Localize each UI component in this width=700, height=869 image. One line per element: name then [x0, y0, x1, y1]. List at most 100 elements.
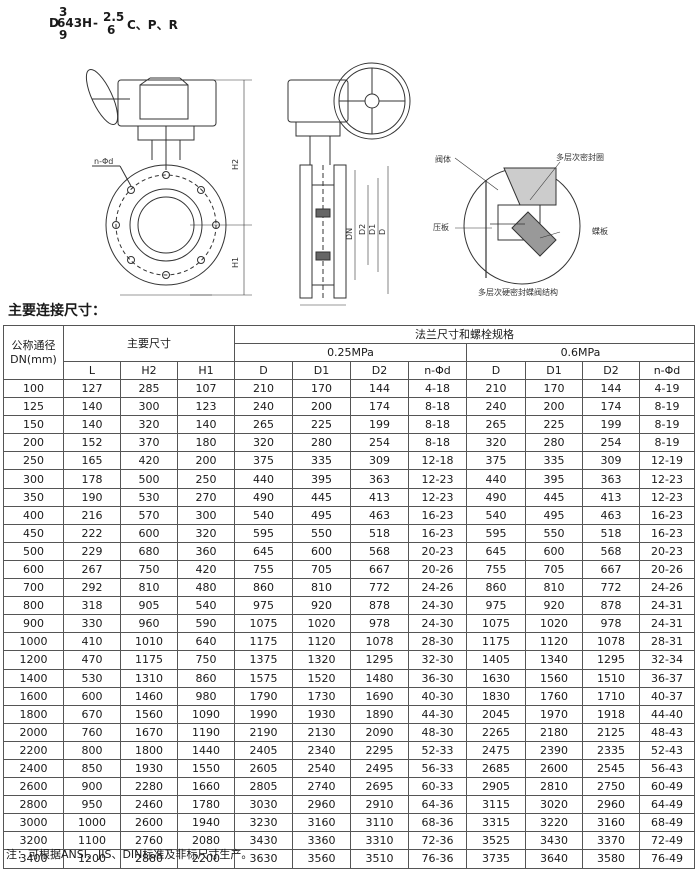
table-cell: 750 — [120, 559, 178, 580]
table-cell: 1090 — [177, 704, 235, 724]
table-cell: 2495 — [350, 758, 409, 779]
dim-h2-label: H2 — [231, 159, 240, 170]
table-cell: 645 — [234, 541, 293, 561]
table-cell: 463 — [350, 505, 409, 525]
table-cell: 152 — [63, 433, 121, 453]
table-cell: 3000 — [3, 813, 64, 833]
table-cell: 705 — [292, 559, 351, 580]
table-cell: 518 — [582, 523, 640, 543]
table-cell: 254 — [582, 433, 640, 453]
table-cell: 100 — [3, 378, 64, 399]
table-cell: 200 — [3, 433, 64, 453]
table-cell: 20-23 — [639, 541, 695, 561]
detail-caption: 多层次硬密封蝶阀结构 — [478, 287, 558, 297]
table-cell: 125 — [3, 397, 64, 417]
table-cell: 2180 — [525, 722, 583, 742]
table-cell: 645 — [466, 541, 526, 561]
table-cell: 3735 — [466, 849, 526, 869]
technical-drawings: n-Φd H2 H1 — [0, 48, 700, 308]
table-cell: 16-23 — [408, 523, 467, 543]
table-cell: 1000 — [3, 632, 64, 652]
header-pressure-06: 0.6MPa — [466, 343, 695, 362]
table-cell: 123 — [177, 397, 235, 417]
subheader-cell: D1 — [525, 361, 583, 380]
table-cell: 772 — [582, 578, 640, 598]
table-cell: 144 — [582, 378, 640, 399]
table-cell: 540 — [466, 505, 526, 525]
table-cell: 950 — [63, 795, 121, 815]
table-cell: 174 — [582, 397, 640, 417]
side-view-drawing — [287, 62, 411, 306]
table-cell: 267 — [63, 559, 121, 580]
table-cell: 490 — [234, 487, 293, 507]
table-cell: 2800 — [3, 795, 64, 815]
table-cell: 978 — [350, 614, 409, 634]
table-cell: 1660 — [177, 777, 235, 797]
table-cell: 280 — [525, 433, 583, 453]
detail-seal-label: 多层次密封圈 — [556, 152, 604, 162]
table-cell: 40-30 — [408, 686, 467, 706]
table-cell: 8-18 — [408, 415, 467, 435]
table-cell: 1890 — [350, 704, 409, 724]
table-cell: 1175 — [120, 650, 178, 670]
table-cell: 200 — [292, 397, 351, 417]
table-cell: 400 — [3, 505, 64, 525]
table-cell: 225 — [525, 415, 583, 435]
table-cell: 52-33 — [408, 740, 467, 760]
table-cell: 800 — [3, 596, 64, 616]
table-cell: 3560 — [292, 849, 351, 869]
table-cell: 980 — [177, 686, 235, 706]
table-cell: 3160 — [292, 813, 351, 833]
table-cell: 199 — [350, 415, 409, 435]
table-cell: 550 — [525, 523, 583, 543]
table-cell: 900 — [63, 777, 121, 797]
table-cell: 3030 — [234, 795, 293, 815]
table-cell: 600 — [3, 559, 64, 580]
table-cell: 440 — [466, 469, 526, 489]
table-cell: 375 — [466, 451, 526, 471]
dim-dn-label: DN — [345, 228, 354, 240]
table-cell: 3370 — [582, 831, 640, 851]
table-cell: 860 — [177, 668, 235, 688]
table-cell: 550 — [292, 523, 351, 543]
table-cell: 1320 — [292, 650, 351, 670]
table-cell: 8-19 — [639, 415, 695, 435]
table-cell: 860 — [234, 578, 293, 598]
subheader-cell: D — [466, 361, 526, 380]
table-cell: 250 — [3, 451, 64, 471]
table-cell: 1480 — [350, 668, 409, 688]
table-cell: 500 — [3, 541, 64, 561]
table-cell: 960 — [120, 614, 178, 634]
table-cell: 24-31 — [639, 596, 695, 616]
table-cell: 150 — [3, 415, 64, 435]
table-cell: 72-36 — [408, 831, 467, 851]
table-cell: 600 — [63, 686, 121, 706]
table-cell: 1010 — [120, 632, 178, 652]
table-cell: 36-37 — [639, 668, 695, 688]
model-sub-left: 9 — [59, 28, 68, 42]
table-cell: 375 — [234, 451, 293, 471]
table-cell: 1790 — [234, 686, 293, 706]
table-cell: 12-23 — [408, 469, 467, 489]
table-cell: 1440 — [177, 740, 235, 760]
dim-d1-label: D1 — [368, 224, 377, 235]
table-cell: 3580 — [582, 849, 640, 869]
table-cell: 850 — [63, 758, 121, 779]
table-cell: 413 — [582, 487, 640, 507]
table-cell: 330 — [63, 614, 121, 634]
table-cell: 495 — [292, 505, 351, 525]
table-cell: 216 — [63, 505, 121, 525]
table-cell: 2805 — [234, 777, 293, 797]
table-cell: 640 — [177, 632, 235, 652]
table-cell: 254 — [350, 433, 409, 453]
table-cell: 3525 — [466, 831, 526, 851]
table-cell: 705 — [525, 559, 583, 580]
